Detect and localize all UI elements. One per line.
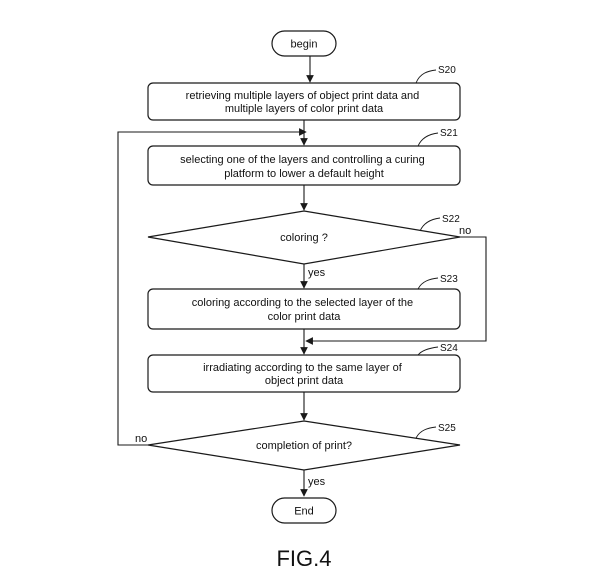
step-s22-tag-leader: [419, 217, 441, 232]
step-s22-tag: S22: [442, 214, 460, 225]
step-s24-tag: S24: [440, 343, 458, 354]
step-s25-decision: [147, 420, 461, 471]
step-s20-box: [147, 82, 461, 121]
step-s22-question: coloring ?: [280, 232, 328, 244]
step-s24-box: [147, 354, 461, 393]
step-s24-line-2: object print data: [265, 375, 344, 387]
step-s21-text: selecting one of the layers and controll…: [180, 154, 428, 180]
figure-caption: FIG.4: [276, 546, 331, 571]
step-s20-tag-leader: [415, 69, 437, 84]
step-s25-question: completion of print?: [256, 440, 352, 452]
step-s24-tag-leader: [417, 346, 439, 356]
step-s22-yes-label: yes: [308, 267, 326, 279]
step-s22-decision: [147, 210, 461, 265]
connector-s22-no-branch: [305, 236, 487, 345]
step-s25-tag: S25: [438, 423, 456, 434]
step-s20-line-1: retrieving multiple layers of object pri…: [186, 90, 420, 102]
step-s23-tag: S23: [440, 274, 458, 285]
step-s24-line-1: irradiating according to the same layer …: [203, 362, 403, 374]
step-s20-line-2: multiple layers of color print data: [225, 103, 384, 115]
end-terminal: [271, 497, 337, 524]
step-s23-text: coloring according to the selected layer…: [192, 297, 416, 323]
step-s21-tag: S21: [440, 128, 458, 139]
step-s21-box: [147, 145, 461, 186]
step-s22-no-label: no: [459, 225, 471, 237]
step-s20-tag: S20: [438, 65, 456, 76]
step-s23-line-1: coloring according to the selected layer…: [192, 297, 413, 309]
connector-s25-no-loop: [117, 128, 307, 446]
step-s23-line-2: color print data: [268, 311, 342, 323]
step-s23-box: [147, 288, 461, 330]
step-s25-no-label: no: [135, 433, 147, 445]
step-s25-yes-label: yes: [308, 476, 326, 488]
begin-terminal: [271, 30, 337, 57]
step-s21-line-2: platform to lower a default height: [224, 168, 384, 180]
step-s21-line-1: selecting one of the layers and controll…: [180, 154, 425, 166]
step-s23-tag-leader: [417, 277, 439, 290]
begin-label: begin: [291, 39, 318, 51]
step-s20-text: retrieving multiple layers of object pri…: [186, 90, 423, 115]
step-s25-tag-leader: [415, 426, 437, 439]
step-s24-text: irradiating according to the same layer …: [203, 362, 405, 387]
step-s21-tag-leader: [417, 132, 439, 147]
end-label: End: [294, 506, 314, 518]
